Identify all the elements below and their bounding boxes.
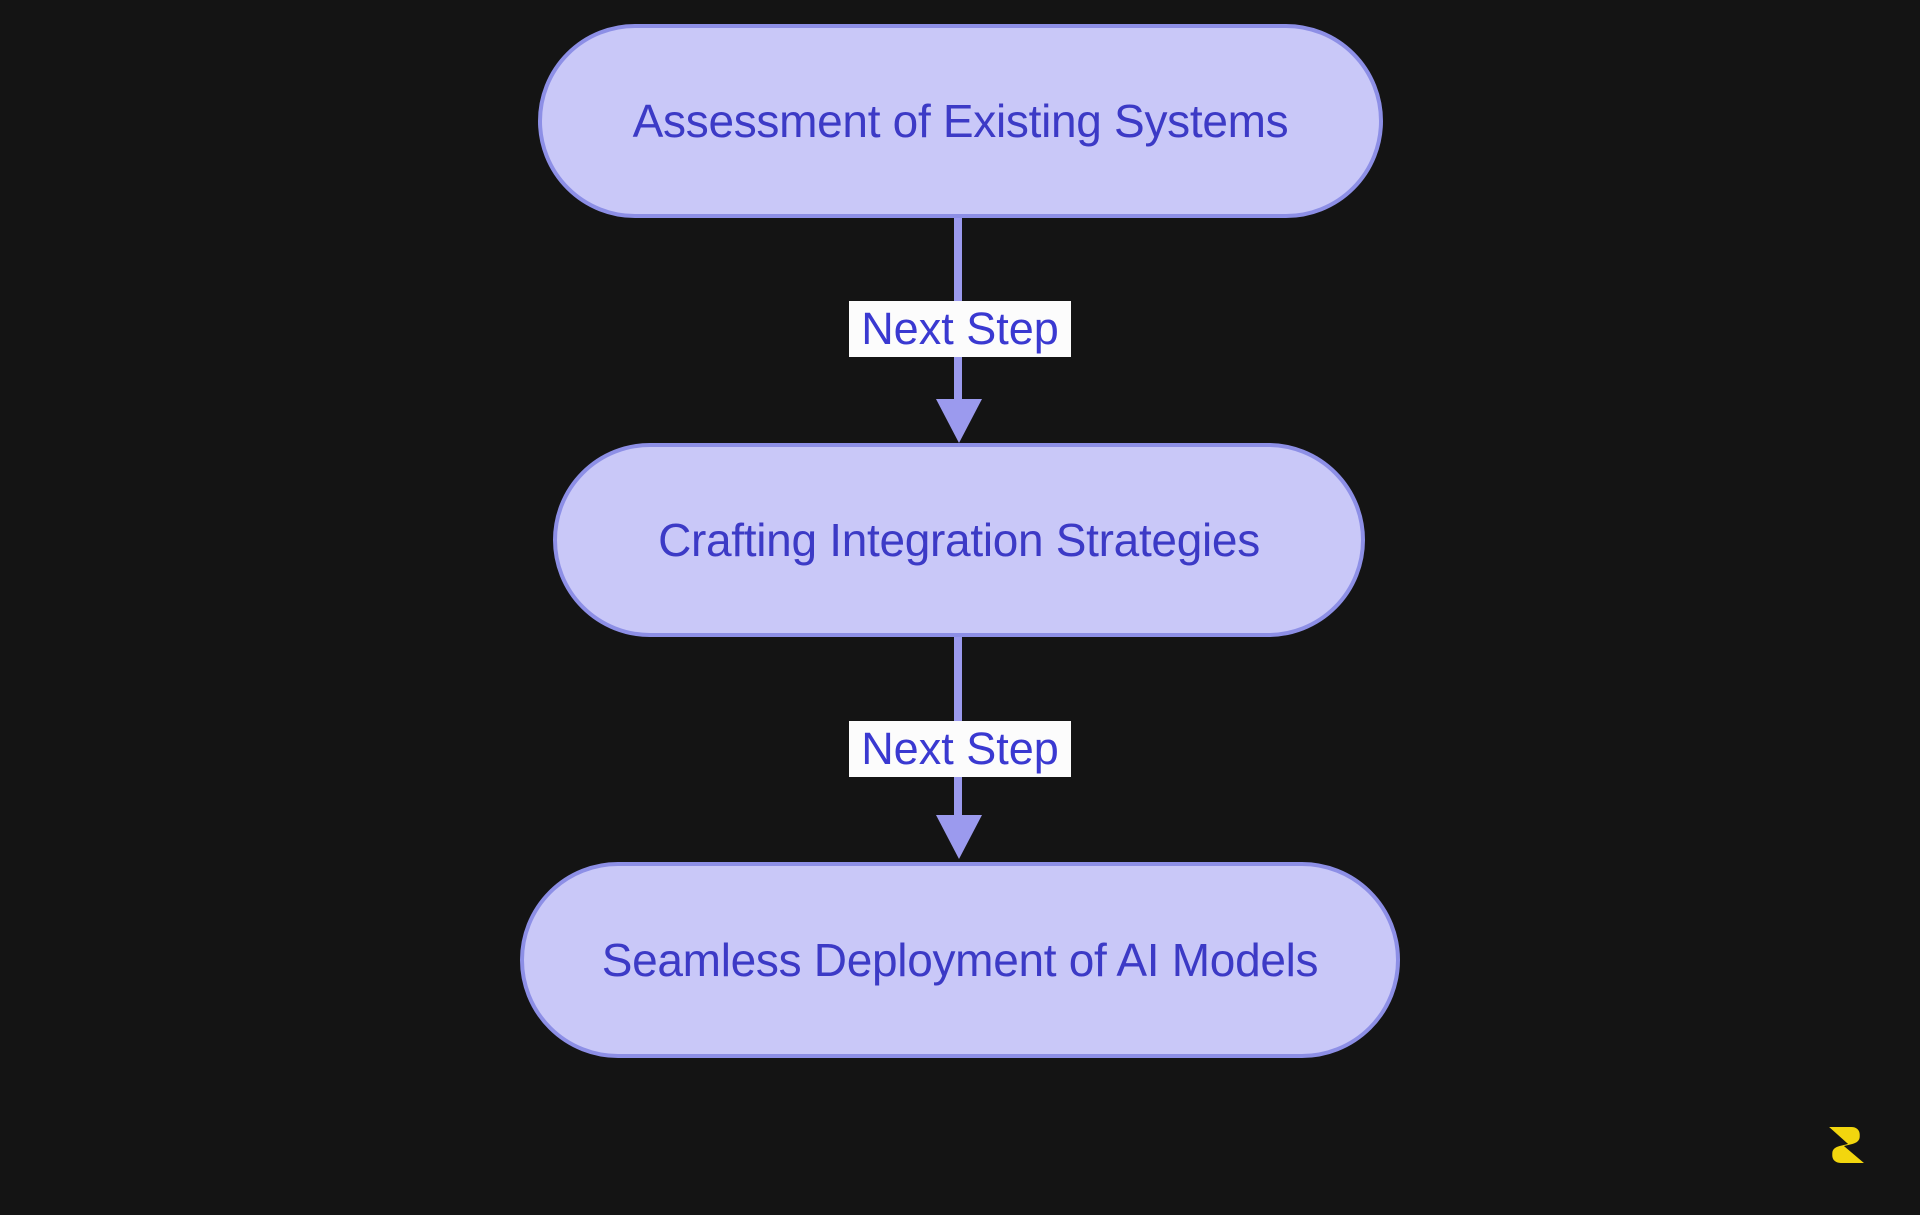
- edge-label-2: Next Step: [849, 721, 1071, 777]
- edge-label-1: Next Step: [849, 301, 1071, 357]
- node-label: Seamless Deployment of AI Models: [601, 934, 1319, 986]
- flowchart-node-assessment: Assessment of Existing Systems: [538, 24, 1383, 218]
- edge-label-text: Next Step: [861, 303, 1059, 354]
- s-logo-icon: [1827, 1126, 1865, 1164]
- flowchart-node-deployment: Seamless Deployment of AI Models: [520, 862, 1400, 1058]
- node-label: Crafting Integration Strategies: [658, 514, 1260, 566]
- node-label: Assessment of Existing Systems: [632, 95, 1289, 147]
- arrowhead-icon: [936, 399, 982, 443]
- flowchart-node-strategies: Crafting Integration Strategies: [553, 443, 1365, 637]
- arrowhead-icon: [936, 815, 982, 859]
- edge-label-text: Next Step: [861, 723, 1059, 774]
